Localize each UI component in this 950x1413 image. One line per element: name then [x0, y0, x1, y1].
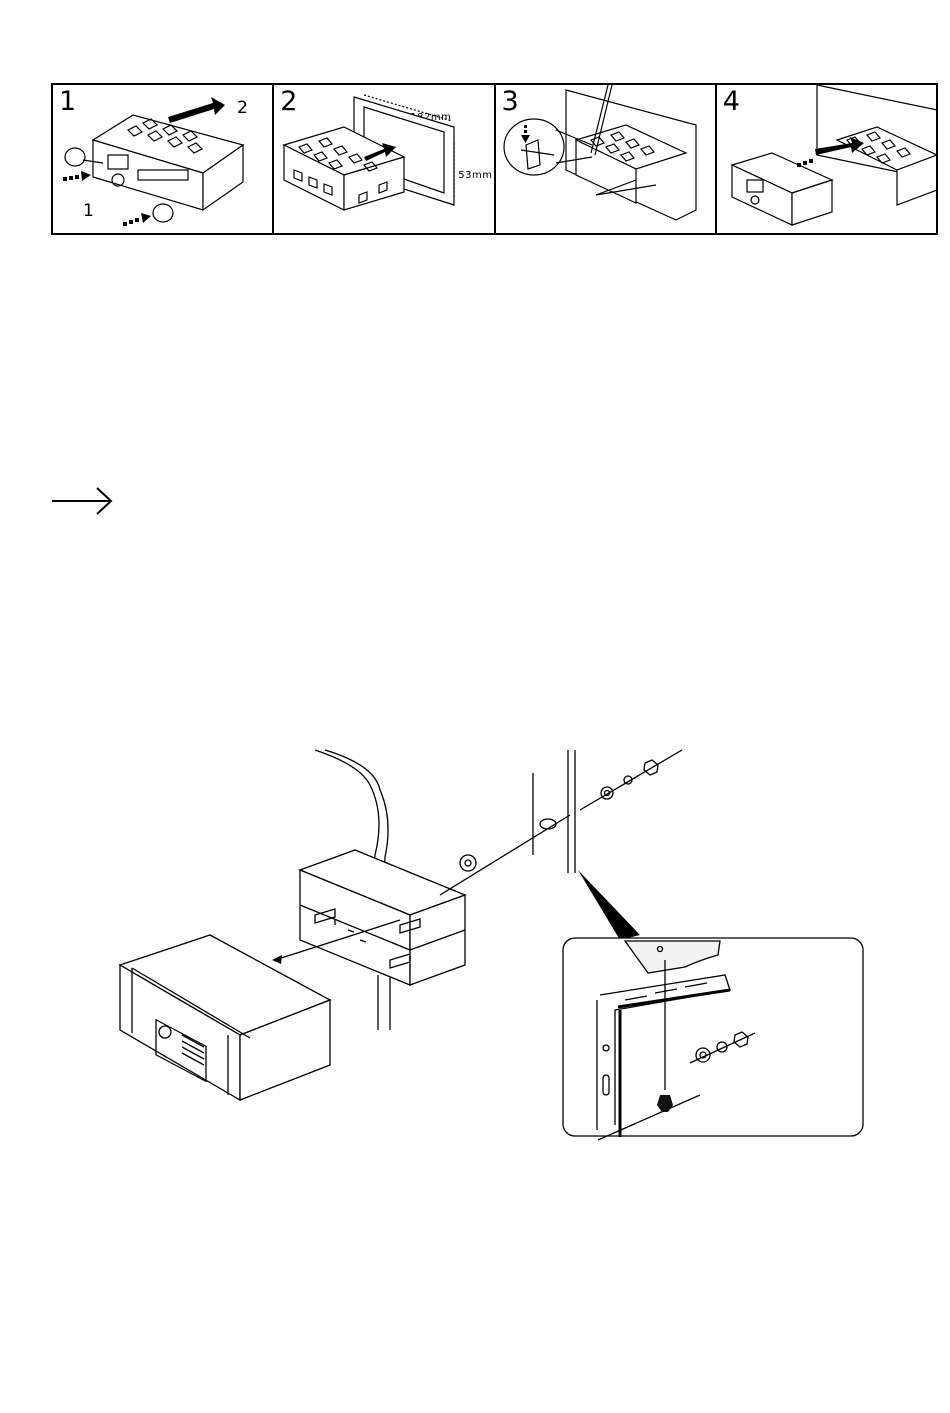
step-1-panel: 1 2 1	[53, 85, 274, 233]
step-2-panel: 2 182mm 53mm	[274, 85, 495, 233]
step-3-panel: 3	[496, 85, 717, 233]
bending-tabs-illustration	[496, 85, 716, 233]
radio-insertion-illustration	[717, 85, 936, 233]
mounting-exploded-diagram	[100, 745, 870, 1145]
right-arrow-icon	[50, 482, 116, 520]
installation-steps-strip: 1 2 1	[51, 83, 938, 235]
mounting-frame-dimensions-illustration	[274, 85, 494, 233]
step-4-panel: 4	[717, 85, 936, 233]
radio-removal-keys-illustration	[53, 85, 273, 233]
